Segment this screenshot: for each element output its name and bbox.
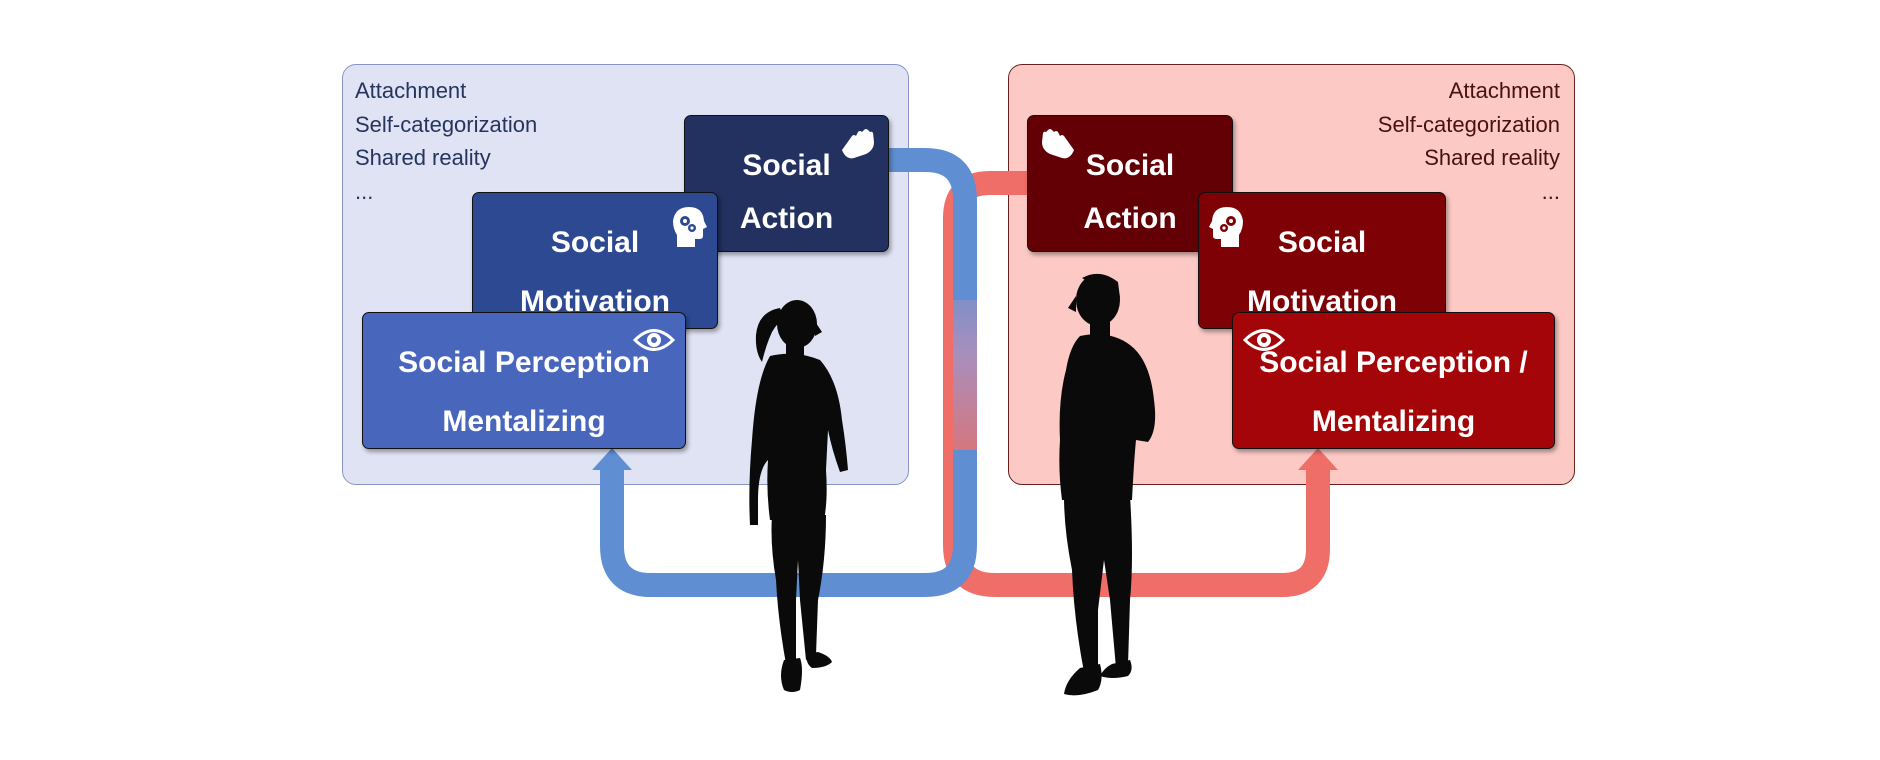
box-label-line: Social [742, 148, 831, 182]
man-silhouette [1059, 273, 1156, 696]
concept-item: ... [1541, 178, 1560, 204]
blue-arrow [600, 148, 977, 597]
left-concept-list: Attachment Self-categorization Shared re… [355, 74, 537, 208]
head-gears-icon [1209, 205, 1245, 256]
box-label-line: Action [739, 201, 834, 235]
concept-item: ... [355, 178, 374, 204]
box-label-line: Social Perception [398, 345, 650, 379]
red-arrowhead [1298, 448, 1338, 470]
concept-item: Attachment [1448, 78, 1560, 103]
box-label-line: Social [1085, 148, 1175, 182]
right-concept-list: Attachment Self-categorization Shared re… [1378, 74, 1560, 208]
concept-item: Shared reality [1424, 145, 1560, 170]
hand-icon [1038, 128, 1078, 169]
box-label-line: Mentalizing [1311, 404, 1476, 438]
concept-item: Self-categorization [1377, 111, 1560, 137]
left-social-perception-box: Social Perception Mentalizing [362, 312, 686, 449]
box-label-line: Social [550, 225, 640, 259]
head-gears-icon [671, 205, 707, 256]
concept-item: Attachment [355, 78, 467, 103]
blue-arrowhead [592, 448, 632, 470]
left-social-motivation-box: Social Motivation [472, 192, 718, 329]
concept-item: Self-categorization [355, 111, 538, 137]
box-label-line: Social Perception / [1259, 345, 1528, 379]
box-label-line: Action [1083, 201, 1177, 235]
hand-icon [838, 128, 878, 169]
box-label-line: Mentalizing [442, 404, 606, 438]
right-social-perception-box: Social Perception / Mentalizing [1232, 312, 1555, 449]
concept-item: Shared reality [355, 145, 491, 170]
eye-icon [1242, 325, 1286, 362]
woman-silhouette [749, 300, 848, 692]
eye-icon [632, 325, 676, 362]
right-social-motivation-box: Social Motivation [1198, 192, 1446, 329]
box-label-line: Social [1277, 225, 1367, 259]
left-social-action-box: Social Action [684, 115, 889, 252]
